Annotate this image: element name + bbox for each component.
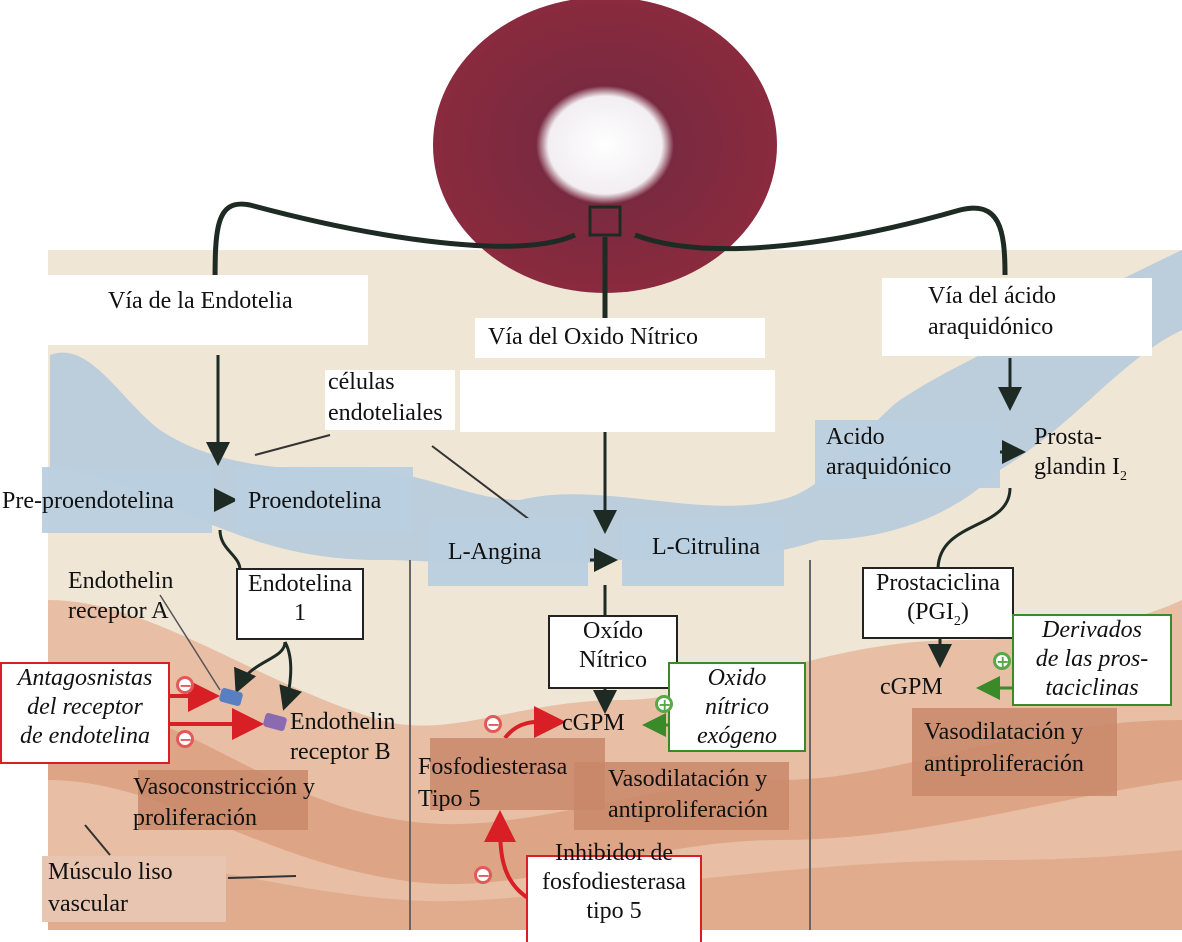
arachidonic-title-line2: araquidónico [928, 314, 1054, 340]
smooth-muscle-line1: Músculo liso [48, 859, 173, 885]
antagonists-line3: de endotelina [20, 723, 150, 749]
vasoconstriction-line2: proliferación [133, 805, 257, 831]
exogenous-no-box: Oxido nítrico exógeno [668, 662, 806, 752]
prostacyclin-line2: (PGI2) [864, 598, 1012, 636]
plus-icon: + [655, 695, 673, 713]
zoom-box [588, 205, 622, 237]
receptor-b-icon [263, 713, 287, 731]
arachidonic-acid-line1: Acido [826, 424, 885, 450]
endothelin-1-box: Endotelina 1 [236, 568, 364, 640]
arachidonic-vasodilation-bg [912, 708, 1117, 796]
no-pathway-title: Vía del Oxido Nítrico [488, 324, 698, 350]
arachidonic-acid-line2: araquidónico [826, 454, 952, 480]
nitric-oxide-box: Oxído Nítrico [548, 615, 678, 689]
arrow [279, 641, 303, 711]
no-title-shadow [460, 370, 775, 432]
vasoconstriction-line1: Vasoconstricción y [133, 774, 315, 800]
pde5-inhibitor-line2: fosfodiesterasa [542, 869, 686, 895]
exogenous-no-line1: Oxido [707, 665, 767, 691]
prostaglandin-text: glandin I [1034, 454, 1120, 480]
endothelin-1-line2: 1 [294, 600, 306, 626]
endothelial-cells-line1: células [328, 369, 395, 395]
exogenous-no-line2: nítrico [705, 694, 769, 720]
endothelin-1-line1: Endotelina [248, 571, 352, 597]
smooth-muscle-label-bg [42, 856, 226, 922]
endothelin-antagonists-box: Antagosnistas del receptor de endotelina [0, 662, 170, 764]
derivatives-line1: Derivados [1042, 617, 1142, 643]
receptor-a-icon [219, 688, 243, 706]
l-citrulline-label: L-Citrulina [652, 534, 760, 560]
arrow [234, 641, 287, 694]
pointer-line [431, 445, 531, 521]
nitric-oxide-line1: Oxído [583, 618, 643, 644]
l-arginine-bg [428, 518, 588, 586]
endothelial-cells-bg [325, 370, 455, 430]
pre-proendothelin-bg [42, 467, 212, 533]
endothelin-title-banner [48, 275, 368, 345]
l-arginine-label: L-Angina [448, 539, 542, 565]
prostaglandin-subscript: 2 [1119, 468, 1127, 484]
receptor-b-line1: Endothelin [290, 709, 396, 735]
pde5-inhibitor-line3: tipo 5 [586, 898, 642, 924]
pre-proendothelin-label: Pre-proendotelina [2, 488, 174, 514]
antagonists-line1: Antagosnistas [17, 665, 153, 691]
plus-icon: + [993, 652, 1011, 670]
vasoconstriction-bg [138, 770, 308, 830]
derivatives-line2: de las pros- [1035, 646, 1149, 672]
pointer-line [254, 434, 331, 456]
inhibit-arrow [484, 810, 530, 900]
receptor-a-line1: Endothelin [68, 568, 174, 594]
minus-icon: − [176, 676, 194, 694]
arachidonic-title-line1: Vía del ácido [928, 283, 1056, 309]
prostacyclin-box: Prostaciclina (PGI2) [862, 567, 1014, 639]
vessel-cross-section [433, 0, 777, 293]
derivatives-line3: taciclinas [1045, 675, 1139, 701]
pointer-line [227, 875, 297, 879]
l-citrulline-bg [622, 518, 784, 586]
nitric-oxide-line2: Nítrico [579, 647, 647, 673]
no-title-banner [475, 318, 765, 358]
pde5-inhibitor-line1: Inhibidor de [555, 840, 673, 866]
pointer-line [159, 594, 221, 691]
minus-icon: − [474, 866, 492, 884]
arachidonic-title-banner [882, 278, 1152, 356]
antagonists-line2: del receptor [27, 694, 143, 720]
prostaglandin-line1: Prosta- [1034, 424, 1102, 450]
minus-icon: − [176, 730, 194, 748]
exogenous-no-line3: exógeno [697, 723, 777, 749]
pointer-line [84, 824, 111, 856]
prostacyclin-line1: Prostaciclina [876, 570, 1000, 596]
pde5-line2: Tipo 5 [418, 786, 481, 812]
connector-left [212, 201, 577, 291]
prostacyclin-derivatives-box: Derivados de las pros- taciclinas [1012, 614, 1172, 706]
endothelin-pathway-title: Vía de la Endotelia [108, 288, 293, 314]
endothelial-cells-line2: endoteliales [328, 400, 443, 426]
arrow [936, 487, 1012, 569]
arachidonic-vasodilation-line2: antiproliferación [924, 751, 1084, 777]
prostacyclin-close: ) [960, 599, 969, 625]
receptor-b-line2: receptor B [290, 739, 391, 765]
arachidonic-acid-bg [815, 420, 1000, 488]
receptor-a-line2: receptor A [68, 598, 169, 624]
prostacyclin-subscript: 2 [953, 613, 961, 629]
arachidonic-cgmp-label: cGPM [880, 674, 943, 700]
no-cgmp-label: cGPM [562, 710, 625, 736]
pde5-line1: Fosfodiesterasa [418, 754, 568, 780]
prostaglandin-line2: glandin I2 [1034, 453, 1127, 491]
muscle-band [48, 700, 1182, 885]
arachidonic-vasodilation-line1: Vasodilatación y [924, 719, 1084, 745]
connector-right [634, 205, 1008, 276]
minus-icon: − [484, 715, 502, 733]
proendothelin-bg [235, 467, 413, 533]
arrow [218, 529, 242, 571]
proendothelin-label: Proendotelina [248, 488, 382, 514]
no-vasodilation-line1: Vasodilatación y [608, 766, 768, 792]
pde5-inhibitor-box: Inhibidor de fosfodiesterasa tipo 5 [526, 840, 702, 942]
prostacyclin-abbrev: (PGI [907, 599, 954, 625]
no-vasodilation-line2: antiproliferación [608, 797, 768, 823]
smooth-muscle-line2: vascular [48, 891, 128, 917]
inhibit-arrow [503, 705, 566, 740]
no-vasodilation-bg [574, 762, 789, 830]
